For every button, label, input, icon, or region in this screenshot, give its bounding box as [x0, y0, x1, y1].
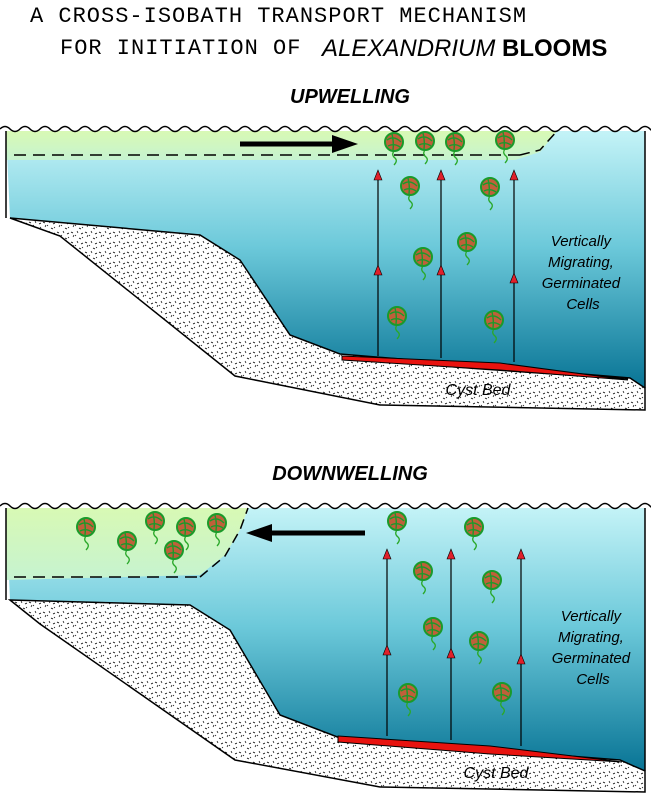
panel-heading: DOWNWELLING [272, 463, 428, 485]
panel-heading: UPWELLING [290, 86, 410, 108]
cyst-bed-label: Cyst Bed [464, 765, 530, 782]
cyst-bed [337, 735, 623, 763]
side-label: Vertically Migrating, Germinated Cells [542, 233, 625, 313]
panel-downwelling: DOWNWELLING Cyst Bed Verticall [0, 463, 651, 793]
title-genus: ALEXANDRIUM [322, 35, 496, 62]
panel-upwelling: UPWELLING Cyst Bed [0, 86, 651, 411]
side-label: Vertically Migrating, Germinated Cells [552, 608, 635, 688]
sea-surface [0, 125, 651, 133]
title-line-1: A CROSS-ISOBATH TRANSPORT MECHANISM [30, 4, 528, 29]
title-line-2-prefix: FOR INITIATION OF [60, 36, 302, 61]
sediment [7, 599, 646, 793]
sediment [9, 217, 646, 411]
sea-surface [0, 502, 651, 510]
title-blooms: BLOOMS [502, 35, 608, 62]
cyst-bed-label: Cyst Bed [446, 382, 512, 399]
diagram-title: A CROSS-ISOBATH TRANSPORT MECHANISM FOR … [30, 4, 645, 66]
